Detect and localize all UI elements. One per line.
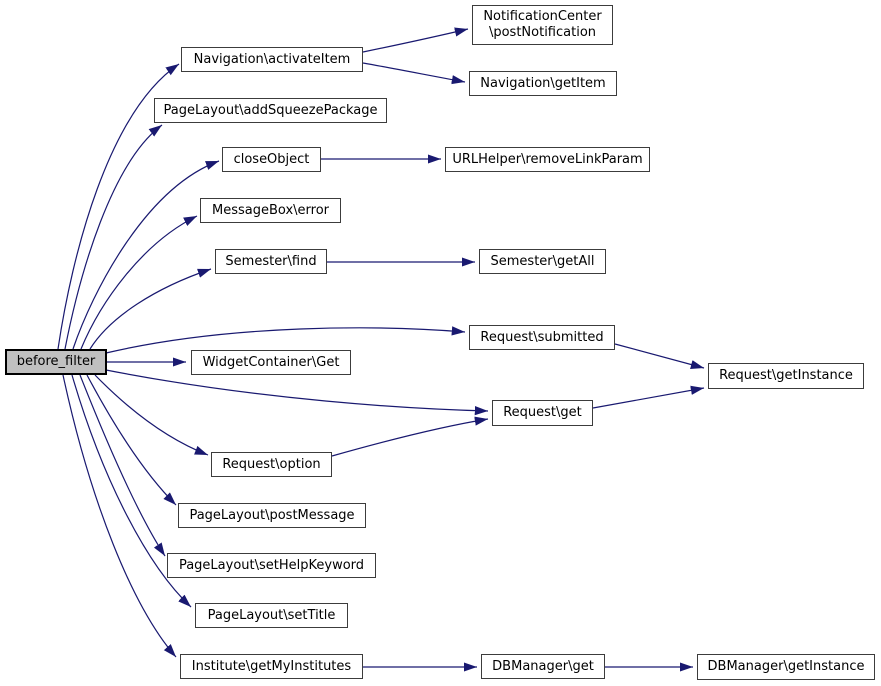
edge-activate-item-to-get-item [362,62,466,85]
node-db-manager-get[interactable]: DBManager\get [481,654,605,679]
edge-request-submitted-to-request-get-instance [614,343,705,370]
node-page-layout-set-title[interactable]: PageLayout\setTitle [195,603,348,628]
node-request-submitted[interactable]: Request\submitted [469,325,615,350]
node-notification-center-post-notification[interactable]: NotificationCenter \postNotification [472,5,613,45]
edge-before-filter-to-institute-get-my-institutes [62,374,177,658]
edge-activate-item-to-post-notification [362,27,469,53]
node-close-object[interactable]: closeObject [222,147,321,172]
node-label-line2: \postNotification [488,25,597,40]
node-navigation-get-item[interactable]: Navigation\getItem [469,71,617,96]
edge-before-filter-to-activate-item [57,63,180,350]
node-request-get[interactable]: Request\get [492,400,593,426]
edge-request-get-to-request-get-instance [592,385,705,409]
edge-before-filter-to-page-layout-set-title [71,374,192,608]
edge-before-filter-to-semester-find [89,268,212,350]
node-message-box-error[interactable]: MessageBox\error [200,198,341,223]
node-label-line1: NotificationCenter [483,9,602,25]
node-widget-container-get[interactable]: WidgetContainer\Get [191,350,351,375]
edge-before-filter-to-add-squeeze-package [64,124,163,350]
edge-before-filter-to-page-layout-set-help-keyword [79,374,166,557]
node-request-option[interactable]: Request\option [211,452,332,477]
node-institute-get-my-institutes[interactable]: Institute\getMyInstitutes [180,654,363,679]
edge-before-filter-to-page-layout-post-message [86,374,177,506]
node-before-filter: before_filter [5,349,107,375]
edge-before-filter-to-request-submitted [105,326,466,354]
node-request-get-instance[interactable]: Request\getInstance [708,363,864,389]
edge-before-filter-to-request-get [105,369,489,416]
node-page-layout-post-message[interactable]: PageLayout\postMessage [178,503,366,528]
node-page-layout-set-help-keyword[interactable]: PageLayout\setHelpKeyword [167,553,376,578]
node-semester-get-all[interactable]: Semester\getAll [479,249,606,274]
edge-before-filter-to-request-option [94,374,209,456]
edge-before-filter-to-message-box-error [80,215,198,350]
edge-before-filter-to-close-object [72,160,220,350]
node-db-manager-get-instance[interactable]: DBManager\getInstance [697,654,875,680]
node-semester-find[interactable]: Semester\find [215,249,327,274]
node-navigation-activate-item[interactable]: Navigation\activateItem [181,47,363,72]
edge-request-option-to-request-get [331,416,489,457]
node-url-helper-remove-link-param[interactable]: URLHelper\removeLinkParam [445,147,650,172]
node-page-layout-add-squeeze-package[interactable]: PageLayout\addSqueezePackage [154,98,387,123]
